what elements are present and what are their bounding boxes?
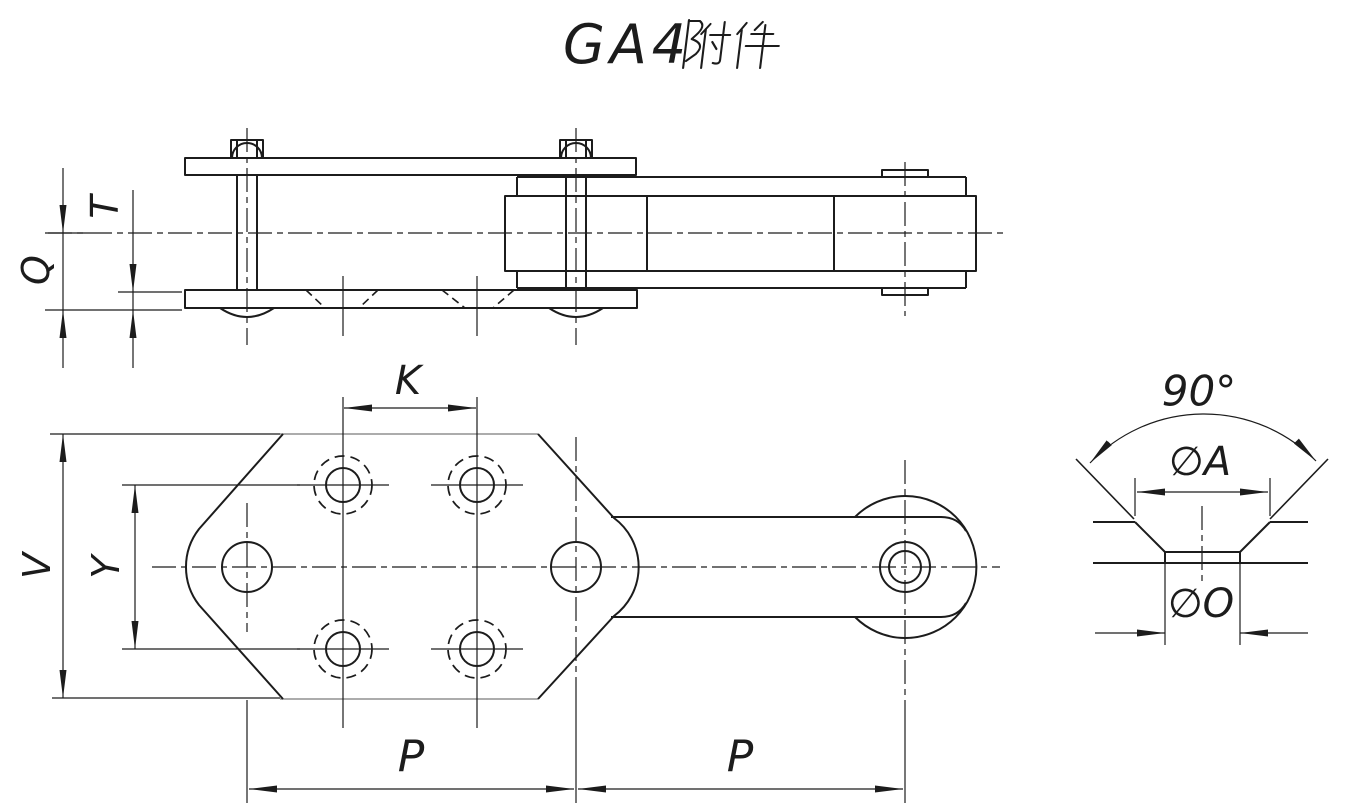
dim-label-p1: P	[398, 732, 425, 783]
dim-label-y: Y	[84, 553, 128, 579]
plate-right-corner	[537, 433, 640, 700]
title-block: GA4	[563, 13, 780, 76]
dim-label-t: T	[83, 193, 127, 219]
detail-dia-a-label: ∅A	[1169, 439, 1231, 485]
detail-angle-label: 90°	[1162, 367, 1236, 416]
dimension-p2: P	[578, 732, 903, 793]
pin-middle	[548, 128, 604, 345]
drawing-title-latin: GA4	[563, 13, 691, 76]
roller-circle	[854, 495, 978, 639]
countersink-detail-view: 90° ∅A ∅O	[1075, 367, 1329, 645]
title-cjk-strokes	[682, 18, 780, 70]
dimension-t: T	[83, 190, 182, 368]
elevation-view: Q T	[14, 128, 1005, 368]
plate-left-corner	[185, 433, 284, 700]
dim-label-p2: P	[727, 732, 754, 783]
dimension-dia-o: ∅O	[1095, 581, 1308, 637]
countersunk-holes	[297, 397, 523, 728]
dim-label-q: Q	[14, 255, 58, 285]
dimension-q: Q	[14, 168, 182, 368]
hidden-countersink-marks	[305, 276, 515, 336]
plan-view: K V Y P P	[15, 358, 1000, 803]
dimension-k: K	[344, 358, 476, 412]
pin-left	[219, 128, 275, 345]
dimension-p1: P	[246, 700, 906, 803]
dim-label-v: V	[15, 550, 59, 579]
dim-label-k: K	[395, 358, 424, 404]
detail-dia-o-label: ∅O	[1168, 581, 1234, 627]
dimension-v: V	[15, 433, 280, 699]
dimension-dia-a: ∅A	[1134, 439, 1271, 516]
dimension-y: Y	[84, 484, 300, 650]
